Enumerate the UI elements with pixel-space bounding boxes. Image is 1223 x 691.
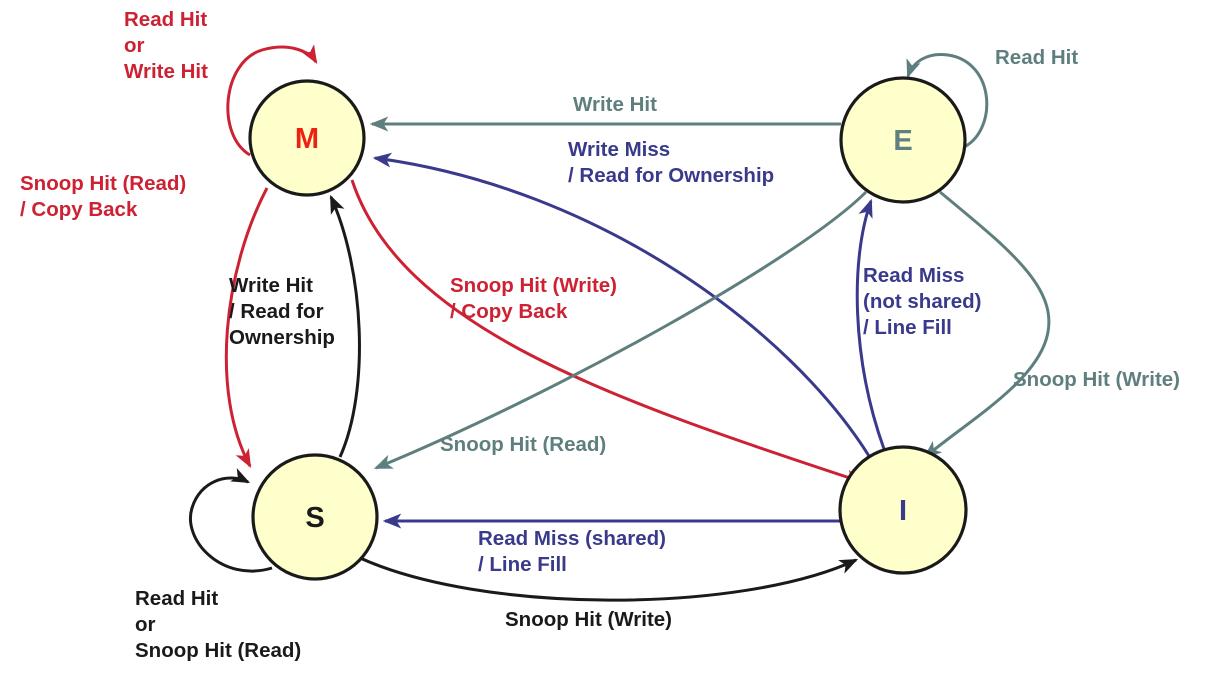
- node-s-circle[interactable]: [251, 453, 379, 581]
- edge-label-line: Write Hit: [124, 60, 208, 83]
- nodes-layer: M E S I: [248, 76, 968, 581]
- edge-label-line: Snoop Hit (Read): [440, 433, 606, 456]
- edge-label-line: Read Hit: [995, 46, 1078, 69]
- node-m-label: M: [295, 123, 319, 155]
- edge-label-line: Snoop Hit (Read): [20, 172, 186, 195]
- edge-s-to-i: [357, 555, 859, 602]
- edge-label-line: or: [135, 613, 156, 636]
- node-e[interactable]: E: [839, 76, 967, 204]
- edge-s-self-loop: [189, 468, 273, 573]
- edge-label-line: / Line Fill: [478, 553, 567, 576]
- edge-e-to-i: [923, 190, 1051, 459]
- edge-label-m-to-i: Snoop Hit (Write) / Copy Back: [450, 274, 617, 323]
- node-s-label: S: [305, 502, 324, 534]
- edge-m-to-i: [350, 179, 865, 484]
- edge-label-line: / Read for: [229, 300, 324, 323]
- edge-label-line: Write Hit: [573, 93, 657, 116]
- node-s[interactable]: S: [251, 453, 379, 581]
- node-i-circle[interactable]: [838, 445, 968, 575]
- node-i-label: I: [899, 495, 907, 527]
- edge-e-self-loop: [906, 52, 989, 150]
- edge-label-line: Read Miss (shared): [478, 527, 666, 550]
- edge-label-e-to-i: Snoop Hit (Write): [1013, 368, 1180, 391]
- edge-label-line: Read Hit: [135, 587, 218, 610]
- edge-label-line: Ownership: [229, 326, 335, 349]
- edge-label-i-to-e: Read Miss (not shared) / Line Fill: [863, 264, 981, 339]
- edges-layer: [189, 44, 1051, 602]
- node-i[interactable]: I: [838, 445, 968, 575]
- edge-label-e-to-m: Write Hit: [573, 93, 657, 116]
- edge-s-to-m: [329, 194, 361, 458]
- edge-label-line: Snoop Hit (Write): [1013, 368, 1180, 391]
- edge-m-self-loop: [226, 44, 318, 157]
- edge-i-to-m: [372, 152, 871, 457]
- edge-label-line: Read Hit: [124, 8, 207, 31]
- node-m[interactable]: M: [248, 79, 366, 197]
- edge-label-line: / Line Fill: [863, 316, 952, 339]
- edge-label-line: Snoop Hit (Write): [505, 608, 672, 631]
- edge-i-to-e: [855, 198, 886, 450]
- edge-m-to-s: [224, 187, 269, 469]
- edge-label-line: or: [124, 34, 145, 57]
- edge-e-to-s: [373, 190, 868, 470]
- edge-label-line: Snoop Hit (Write): [450, 274, 617, 297]
- edge-label-i-to-s: Read Miss (shared) / Line Fill: [478, 527, 666, 576]
- node-m-circle[interactable]: [248, 79, 366, 197]
- edge-label-line: / Copy Back: [20, 198, 138, 221]
- edge-label-e-self: Read Hit: [995, 46, 1078, 69]
- edge-label-line: Write Miss: [568, 138, 670, 161]
- edge-label-line: (not shared): [863, 290, 981, 313]
- edge-label-line: Snoop Hit (Read): [135, 639, 301, 662]
- edge-label-s-to-i: Snoop Hit (Write): [505, 608, 672, 631]
- edge-label-m-to-s: Snoop Hit (Read) / Copy Back: [20, 172, 186, 221]
- edge-label-line: Read Miss: [863, 264, 964, 287]
- edge-label-e-to-s: Snoop Hit (Read): [440, 433, 606, 456]
- edge-label-line: / Read for Ownership: [568, 164, 774, 187]
- edge-label-line: Write Hit: [229, 274, 313, 297]
- node-e-label: E: [893, 125, 912, 157]
- edge-label-line: / Copy Back: [450, 300, 568, 323]
- node-e-circle[interactable]: [839, 76, 967, 204]
- edge-label-i-to-m: Write Miss / Read for Ownership: [568, 138, 774, 187]
